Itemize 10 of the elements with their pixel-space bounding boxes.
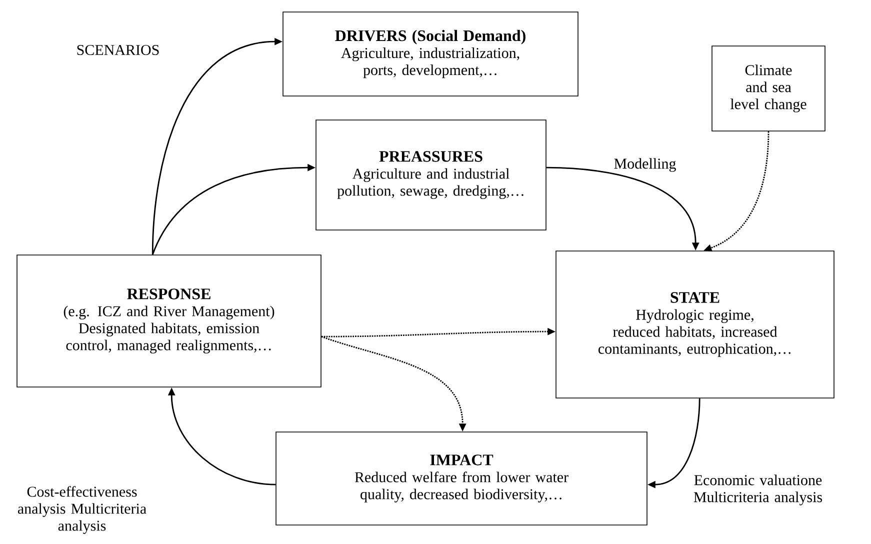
process-box: PREASSURES Agriculture and industrial pollution, sewage, dredging,… — [316, 120, 546, 230]
driver-box: Climate and sea level change — [712, 46, 826, 132]
process-box: DRIVERS (Social Demand) Agriculture, industrialization, ports, development,… — [282, 12, 578, 96]
process-box: IMPACT Reduced welfare from lower water quality, decreased biodiversity,… — [276, 432, 648, 526]
process-box: STATE Hydrologic regime, reduced habitats, increased contaminants, eutrophication,… — [556, 250, 834, 398]
annotation-text: Economic valuatione Multicriteria analysis — [694, 474, 822, 506]
process-box: RESPONSE (e.g. ICZ and River Management) Designated habitats, emission control, managed realignments,… — [16, 254, 322, 388]
annotation-text: Modelling — [614, 158, 676, 172]
annotation-text: SCENARIOS — [77, 44, 159, 56]
annotation-text: Cost-effectiveness analysis Multicriteria analysis — [18, 486, 146, 534]
